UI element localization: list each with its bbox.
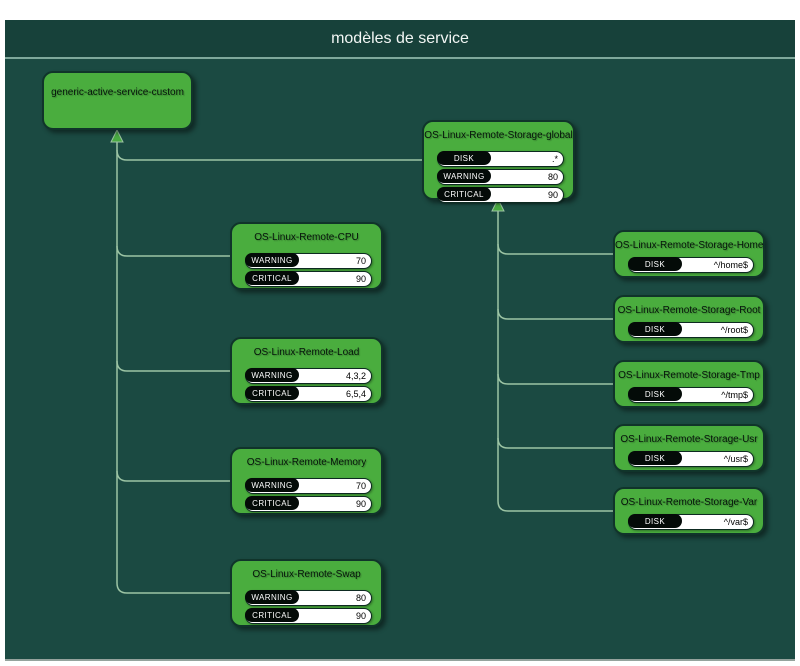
node-generic-active-service-custom[interactable]: generic-active-service-custom <box>42 71 193 130</box>
macro-rows: DISK ^/usr$ <box>615 449 763 467</box>
macro-value: .* <box>551 154 558 164</box>
macro-label: CRITICAL <box>245 386 299 400</box>
macro-rows: DISK ^/var$ <box>615 512 763 530</box>
macro-value: ^/tmp$ <box>721 390 748 400</box>
diagram-canvas[interactable]: generic-active-service-custom OS-Linux-R… <box>5 59 795 657</box>
macro-label: CRITICAL <box>245 496 299 510</box>
node-os-linux-remote-memory[interactable]: OS-Linux-Remote-Memory WARNING 70 CRITIC… <box>230 447 383 515</box>
macro-value: 90 <box>355 499 366 509</box>
macro-rows: DISK ^/home$ <box>615 255 763 273</box>
macro-rows: DISK ^/root$ <box>615 320 763 338</box>
node-title: OS-Linux-Remote-Storage-global <box>424 130 573 141</box>
node-title: OS-Linux-Remote-Storage-Var <box>620 497 758 508</box>
macro-row-disk: DISK .* <box>437 151 564 167</box>
macro-row-critical: CRITICAL 90 <box>245 608 372 624</box>
macro-label: WARNING <box>437 169 491 183</box>
node-title: OS-Linux-Remote-Storage-Root <box>617 305 761 316</box>
macro-row-disk: DISK ^/usr$ <box>628 451 754 467</box>
node-os-linux-remote-cpu[interactable]: OS-Linux-Remote-CPU WARNING 70 CRITICAL … <box>230 222 383 290</box>
branch-storage-home <box>497 243 613 255</box>
node-os-linux-remote-storage-usr[interactable]: OS-Linux-Remote-Storage-Usr DISK ^/usr$ <box>613 424 765 472</box>
macro-label: WARNING <box>245 478 299 492</box>
node-title: OS-Linux-Remote-Storage-Usr <box>620 434 758 445</box>
branch-storage-tmp <box>497 373 613 385</box>
macro-row-warning: WARNING 80 <box>245 590 372 606</box>
branch-memory <box>116 470 230 482</box>
arrow-up-icon <box>110 128 124 143</box>
node-os-linux-remote-storage-global[interactable]: OS-Linux-Remote-Storage-global DISK .* W… <box>422 120 575 203</box>
node-title: OS-Linux-Remote-CPU <box>254 232 359 243</box>
node-title: OS-Linux-Remote-Swap <box>252 569 361 580</box>
diagram-title: modèles de service <box>331 29 469 47</box>
macro-value: ^/home$ <box>713 260 748 270</box>
macro-rows: WARNING 80 CRITICAL 90 <box>232 588 381 624</box>
branch-storage-global <box>116 149 422 161</box>
macro-value: ^/var$ <box>723 517 748 527</box>
macro-label: DISK <box>628 387 682 401</box>
node-title: generic-active-service-custom <box>51 87 184 98</box>
node-os-linux-remote-storage-home[interactable]: OS-Linux-Remote-Storage-Home DISK ^/home… <box>613 230 765 278</box>
macro-row-warning: WARNING 80 <box>437 169 564 185</box>
macro-label: CRITICAL <box>245 271 299 285</box>
macro-value: ^/usr$ <box>723 454 748 464</box>
macro-value: 70 <box>355 256 366 266</box>
macro-row-disk: DISK ^/var$ <box>628 514 754 530</box>
macro-value: 90 <box>355 611 366 621</box>
macro-row-warning: WARNING 70 <box>245 253 372 269</box>
branch-storage-root <box>497 308 613 320</box>
branch-load <box>116 360 230 372</box>
macro-label: CRITICAL <box>245 608 299 622</box>
macro-label: WARNING <box>245 590 299 604</box>
macro-value: 6,5,4 <box>345 389 366 399</box>
macro-value: 4,3,2 <box>345 371 366 381</box>
macro-row-disk: DISK ^/home$ <box>628 257 754 273</box>
macro-row-critical: CRITICAL 6,5,4 <box>245 386 372 402</box>
macro-rows: WARNING 4,3,2 CRITICAL 6,5,4 <box>232 366 381 402</box>
macro-row-disk: DISK ^/root$ <box>628 322 754 338</box>
macro-label: DISK <box>628 514 682 528</box>
node-title: OS-Linux-Remote-Memory <box>246 457 367 468</box>
node-os-linux-remote-storage-tmp[interactable]: OS-Linux-Remote-Storage-Tmp DISK ^/tmp$ <box>613 360 765 408</box>
macro-rows: WARNING 70 CRITICAL 90 <box>232 251 381 287</box>
node-os-linux-remote-swap[interactable]: OS-Linux-Remote-Swap WARNING 80 CRITICAL… <box>230 559 383 627</box>
macro-value: 70 <box>355 481 366 491</box>
arrow-up-icon <box>491 197 505 212</box>
macro-row-disk: DISK ^/tmp$ <box>628 387 754 403</box>
macro-row-critical: CRITICAL 90 <box>245 271 372 287</box>
macro-label: CRITICAL <box>437 187 491 201</box>
macro-label: DISK <box>628 451 682 465</box>
macro-row-critical: CRITICAL 90 <box>245 496 372 512</box>
macro-rows: DISK ^/tmp$ <box>615 385 763 403</box>
node-title: OS-Linux-Remote-Storage-Home <box>615 240 764 251</box>
branch-cpu <box>116 245 230 257</box>
macro-label: WARNING <box>245 253 299 267</box>
macro-label: DISK <box>437 151 491 165</box>
macro-rows: WARNING 70 CRITICAL 90 <box>232 476 381 512</box>
node-title: OS-Linux-Remote-Load <box>253 347 360 358</box>
macro-value: 80 <box>547 172 558 182</box>
macro-row-critical: CRITICAL 90 <box>437 187 564 203</box>
macro-row-warning: WARNING 70 <box>245 478 372 494</box>
node-title: OS-Linux-Remote-Storage-Tmp <box>618 370 760 381</box>
branch-storage-var <box>497 500 613 512</box>
macro-label: DISK <box>628 257 682 271</box>
macro-row-warning: WARNING 4,3,2 <box>245 368 372 384</box>
macro-value: 80 <box>355 593 366 603</box>
macro-label: DISK <box>628 322 682 336</box>
node-os-linux-remote-storage-var[interactable]: OS-Linux-Remote-Storage-Var DISK ^/var$ <box>613 487 765 535</box>
branch-swap <box>116 582 230 594</box>
node-os-linux-remote-storage-root[interactable]: OS-Linux-Remote-Storage-Root DISK ^/root… <box>613 295 765 343</box>
diagram-panel: modèles de service <box>5 20 795 661</box>
node-os-linux-remote-load[interactable]: OS-Linux-Remote-Load WARNING 4,3,2 CRITI… <box>230 337 383 405</box>
macro-rows: DISK .* WARNING 80 CRITICAL 90 <box>424 149 573 203</box>
macro-value: 90 <box>355 274 366 284</box>
macro-value: 90 <box>547 190 558 200</box>
diagram-titlebar: modèles de service <box>5 20 795 59</box>
macro-label: WARNING <box>245 368 299 382</box>
macro-value: ^/root$ <box>720 325 748 335</box>
branch-storage-usr <box>497 437 613 449</box>
connector-lines <box>110 128 613 594</box>
